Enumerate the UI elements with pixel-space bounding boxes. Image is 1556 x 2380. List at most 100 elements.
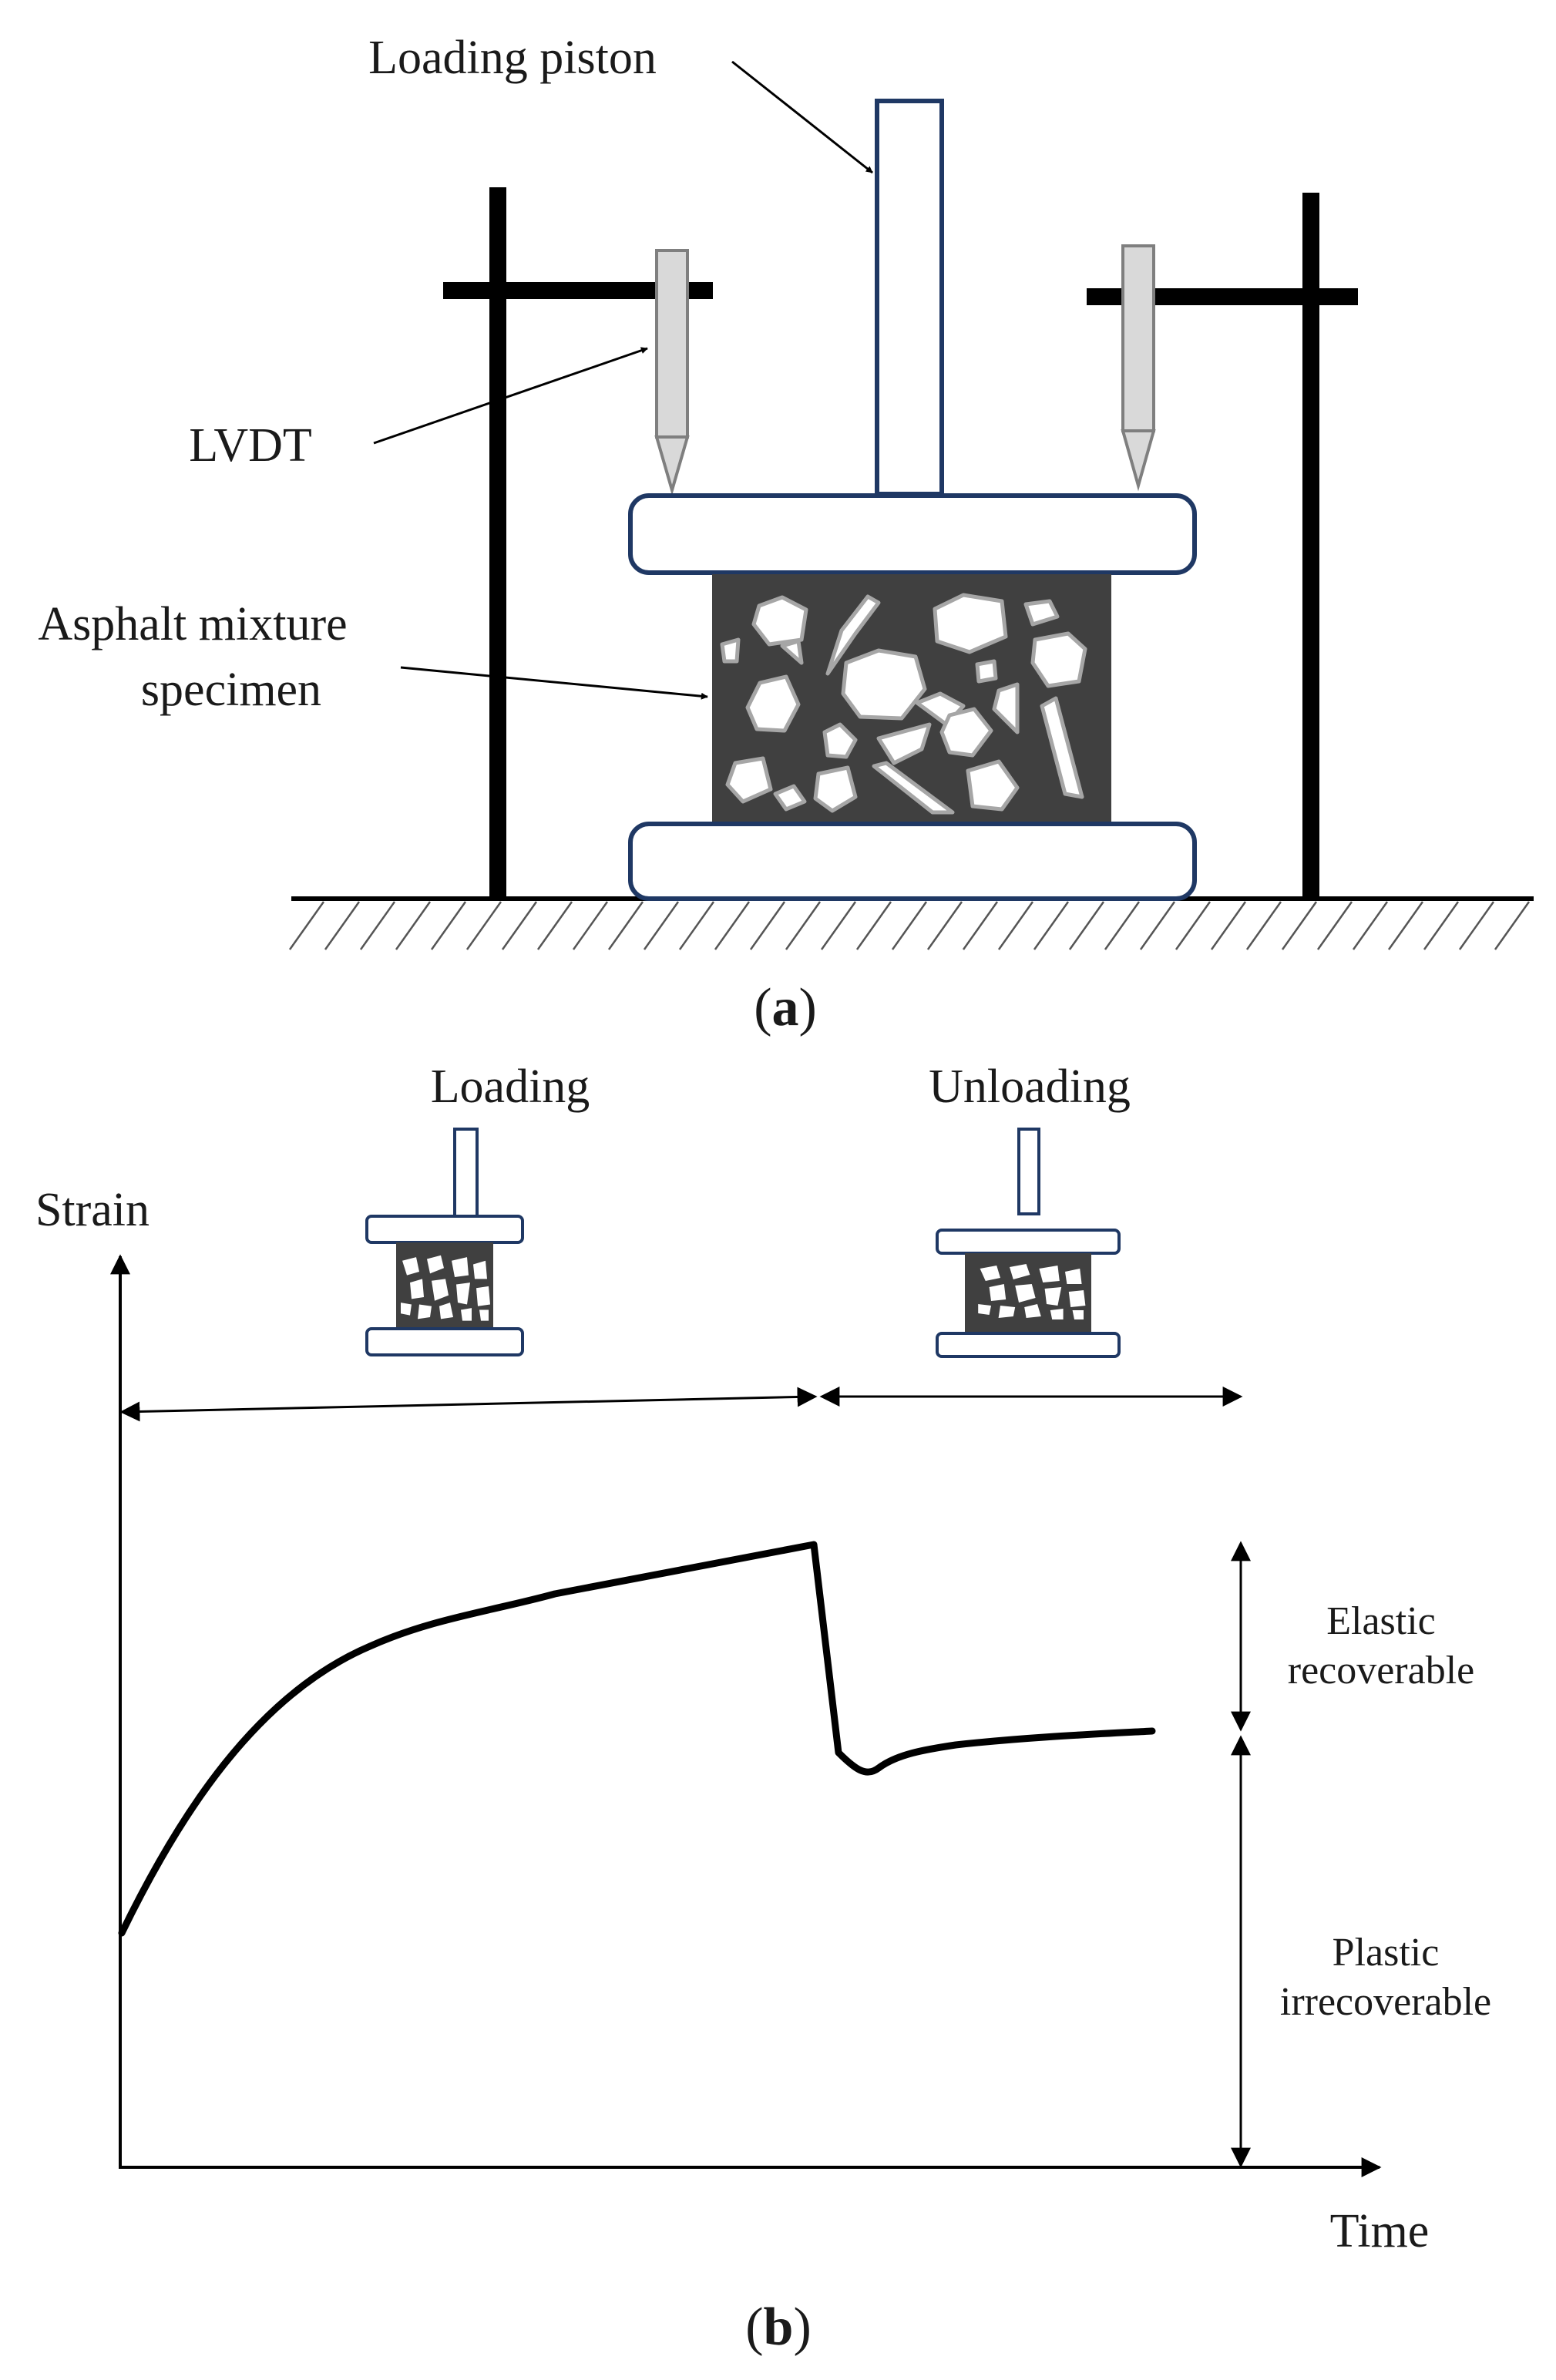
aggregate [939,707,993,758]
hatch-mark [643,901,680,950]
caption-a: (a) [754,978,817,1037]
leader-loading-piston [731,60,873,174]
aggregate [825,594,881,676]
hatch-mark [1423,901,1460,950]
aggregates [720,593,1087,815]
lvdt-left-tip [654,435,690,496]
mini-bottom-platen [365,1327,524,1356]
strain-curve [118,1541,1156,1937]
aggregate [1040,696,1084,799]
mini-specimen-loading [365,1128,524,1356]
label-elastic-line1: Elastic [1326,1599,1436,1643]
aggregate [822,722,858,759]
left-stand-post [489,187,506,899]
hatch-mark [324,901,361,950]
left-stand [443,187,713,899]
aggregate [966,759,1020,812]
mini-top-platen [365,1215,524,1244]
label-loading-phase: Loading [431,1061,590,1113]
mini-piston [1017,1128,1040,1215]
lvdt-left-body [655,249,689,439]
asphalt-specimen [712,574,1111,824]
hatch-mark [926,901,963,950]
x-axis-label: Time [1330,2205,1430,2257]
aggregate [780,639,804,665]
aggregate [725,756,773,804]
hatch-mark [1352,901,1389,950]
aggregate [745,674,801,733]
loading-piston [875,99,944,496]
aggregate [975,659,998,684]
label-specimen-line1: Asphalt mixture [38,598,347,650]
left-stand-arm [443,282,713,299]
hatch-mark [395,901,432,950]
hatch-mark [1104,901,1141,950]
hatch-mark [359,901,396,950]
hatch-mark [1210,901,1247,950]
aggregate [1030,631,1087,688]
hatch-mark [962,901,999,950]
hatch-mark [1494,901,1531,950]
hatch-mark [1175,901,1212,950]
hatch-mark [501,901,538,950]
mini-specimen-unloading [936,1128,1121,1358]
hatch-mark [430,901,467,950]
aggregate [933,593,1008,654]
aggregate [992,682,1020,735]
label-specimen-line2: specimen [141,664,321,716]
hatch-mark [678,901,715,950]
aggregate [872,761,955,815]
right-stand-post [1302,193,1319,899]
hatch-mark [536,901,573,950]
hatch-mark [1245,901,1282,950]
hatch-mark [714,901,751,950]
hatch-mark [607,901,644,950]
lvdt-right-tip [1121,429,1156,492]
lvdt-left [654,249,690,496]
ground [288,896,1534,950]
label-loading-piston: Loading piston [368,32,657,84]
label-elastic-line2: recoverable [1288,1649,1474,1693]
hatch-mark [785,901,822,950]
hatch-mark [572,901,609,950]
hatch-mark [891,901,928,950]
mini-bottom-platen [936,1332,1121,1358]
leader-lvdt [373,347,648,445]
loading-span-arrow [119,1387,818,1422]
bottom-platen [628,822,1197,901]
hatch-mark [1316,901,1353,950]
label-lvdt: LVDT [189,419,312,472]
aggregate [813,765,858,813]
aggregate [751,595,808,647]
aggregate [1023,599,1060,627]
panel-b: Loading Unloading Strain Time [35,1061,1491,2357]
lvdt-right-body [1121,244,1155,432]
label-plastic-line1: Plastic [1333,1931,1440,1975]
hatch-mark [1068,901,1105,950]
panel-a: Loading piston LVDT Asphalt mixture spec… [38,32,1534,1037]
aggregate [720,637,741,664]
mini-top-platen [936,1229,1121,1255]
mini-piston [453,1128,479,1218]
label-plastic-line2: irrecoverable [1280,1980,1491,2024]
top-platen [628,493,1197,575]
label-unloading-phase: Unloading [929,1061,1131,1113]
aggregate [773,784,807,812]
hatch-mark [1281,901,1318,950]
aggregate [841,648,927,721]
hatch-mark [1139,901,1176,950]
hatch-mark [1458,901,1495,950]
hatch-mark [820,901,857,950]
caption-b: (b) [745,2298,812,2357]
lvdt-right [1121,244,1156,492]
hatch-mark [749,901,786,950]
leader-specimen [400,666,708,700]
hatch-mark [855,901,892,950]
y-axis-label: Strain [35,1184,150,1236]
hatch-mark [465,901,502,950]
hatch-mark [1387,901,1424,950]
hatch-mark [288,901,325,950]
hatch-mark [997,901,1034,950]
ground-hatching [288,901,1531,950]
